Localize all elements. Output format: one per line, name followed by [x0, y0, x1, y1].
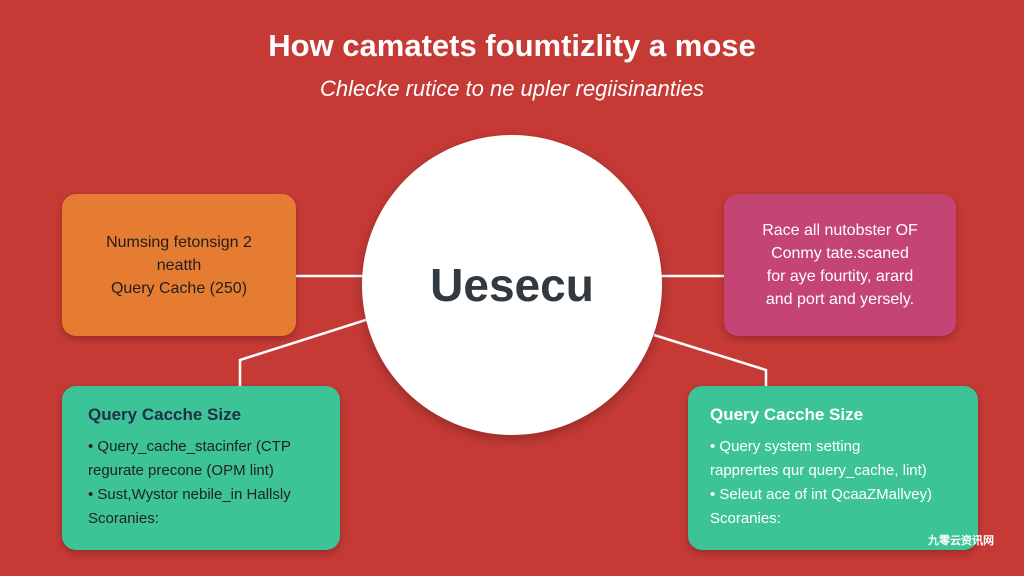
left-top-box: Numsing fetonsign 2 neatth Query Cache (… — [62, 194, 296, 336]
connector-left-bottom — [238, 316, 373, 386]
right-bottom-box: Query Cacche Size • Query system setting… — [688, 386, 978, 550]
right-top-box-text: Race all nutobster OF Conmy tate.scaned … — [762, 219, 918, 311]
right-bottom-line: • Seleut ace of int QcaaZMallvey) — [710, 486, 933, 503]
watermark: 九零云资讯网 — [928, 535, 994, 547]
right-top-box: Race all nutobster OF Conmy tate.scaned … — [724, 194, 956, 336]
left-top-box-text: Numsing fetonsign 2 neatth Query Cache (… — [106, 231, 252, 300]
right-bottom-line: • Query system setting — [710, 438, 861, 455]
left-bottom-line: regurate precone (OPM lint) — [88, 462, 274, 479]
left-bottom-line: • Sust,Wystor nebile_in Hallsly — [88, 486, 291, 503]
left-bottom-box: Query Cacche Size • Query_cache_stacinfe… — [62, 386, 340, 550]
right-bottom-box-text: • Query system setting rapprertes qur qu… — [710, 435, 956, 531]
right-bottom-box-heading: Query Cacche Size — [710, 405, 864, 424]
left-bottom-line: Scoranies: — [88, 510, 159, 527]
left-top-line: Query Cache (250) — [110, 279, 248, 297]
center-node-label: Uesecu — [430, 259, 594, 311]
left-bottom-box-heading: Query Cacche Size — [88, 405, 242, 424]
page-title: How camatets foumtizlity a mose — [268, 28, 756, 63]
right-bottom-line: Scoranies: — [710, 510, 781, 527]
right-top-line: and port and yersely. — [765, 291, 915, 308]
page-subtitle: Chlecke rutice to ne upler regiisinantie… — [320, 76, 704, 101]
connector-right-bottom — [653, 333, 768, 386]
right-top-line: Race all nutobster OF — [762, 222, 918, 239]
center-node: Uesecu — [362, 135, 662, 435]
left-bottom-box-text: • Query_cache_stacinfer (CTP regurate pr… — [88, 435, 314, 531]
left-top-line: neatth — [156, 256, 202, 274]
right-top-line: for aye fourtity, arard — [766, 268, 914, 285]
right-bottom-line: rapprertes qur query_cache, lint) — [710, 462, 927, 479]
right-top-line: Conmy tate.scaned — [771, 245, 909, 262]
left-top-line: Numsing fetonsign 2 — [106, 233, 252, 251]
left-bottom-line: • Query_cache_stacinfer (CTP — [88, 438, 291, 455]
